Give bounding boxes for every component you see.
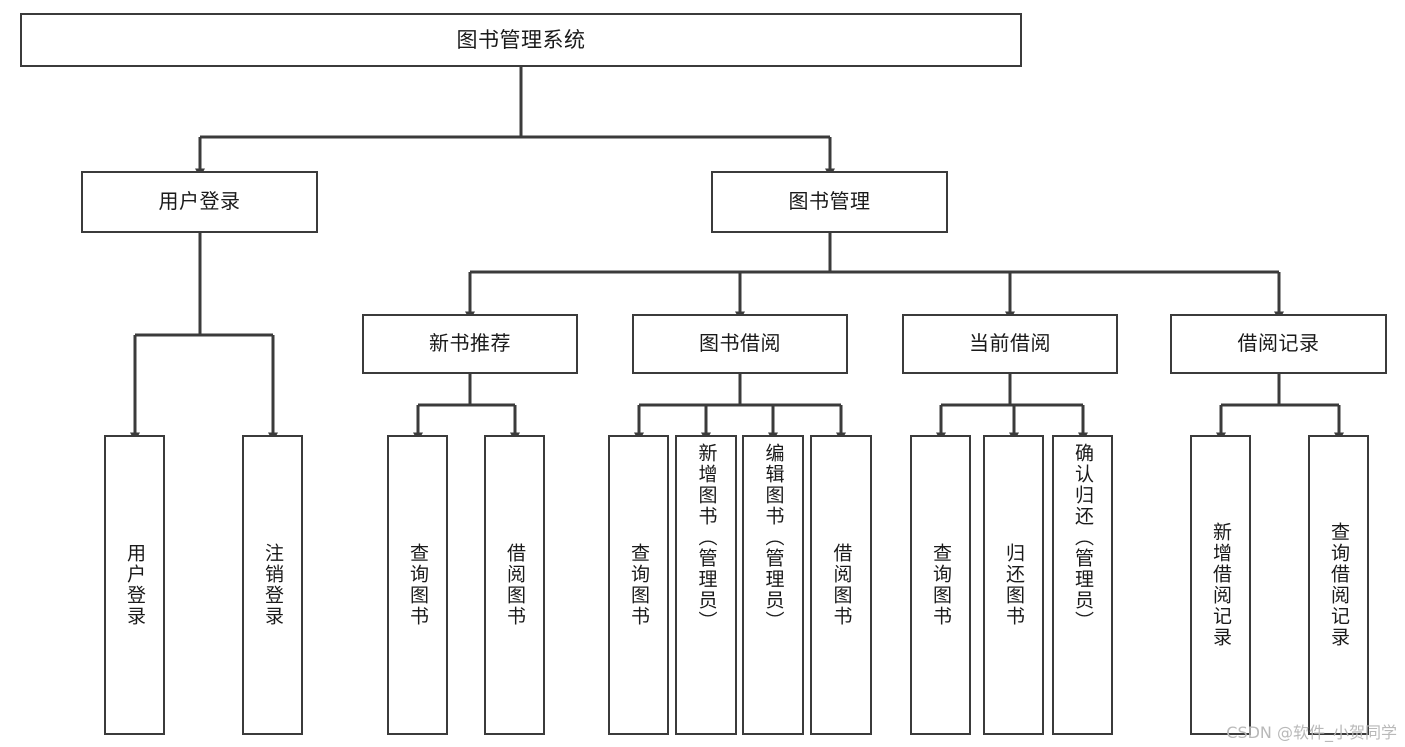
node-label-leaf-borrow-add-book: 新增图书（管理员）	[695, 443, 718, 632]
watermark-text: CSDN @软件_小贺同学	[1226, 723, 1397, 742]
node-label-book-manage: 图书管理	[788, 189, 871, 214]
node-leaf-borrow-add-book[interactable]: 新增图书（管理员）	[675, 435, 737, 735]
node-leaf-borrow-edit-book[interactable]: 编辑图书（管理员）	[742, 435, 804, 735]
node-label-leaf-borrow-borrow-book: 借阅图书	[830, 543, 853, 627]
node-label-leaf-current-confirm-return: 确认归还（管理员）	[1072, 443, 1094, 632]
node-book-manage[interactable]: 图书管理	[711, 171, 948, 233]
node-label-leaf-borrow-edit-book: 编辑图书（管理员）	[762, 443, 785, 632]
node-label-leaf-record-query: 查询借阅记录	[1328, 522, 1350, 648]
node-leaf-borrow-borrow-book[interactable]: 借阅图书	[810, 435, 872, 735]
node-label-leaf-user-logout: 注销登录	[262, 543, 284, 627]
node-user-login[interactable]: 用户登录	[81, 171, 318, 233]
node-label-leaf-record-add: 新增借阅记录	[1210, 522, 1232, 648]
node-new-book-rec[interactable]: 新书推荐	[362, 314, 578, 374]
node-label-leaf-rec-query-book: 查询图书	[407, 543, 429, 627]
node-leaf-user-logout[interactable]: 注销登录	[242, 435, 303, 735]
node-label-leaf-rec-borrow-book: 借阅图书	[504, 543, 526, 627]
node-label-user-login: 用户登录	[158, 189, 241, 214]
node-label-current-borrow: 当前借阅	[969, 331, 1051, 356]
node-label-leaf-current-query-book: 查询图书	[930, 543, 952, 627]
node-leaf-record-add[interactable]: 新增借阅记录	[1190, 435, 1251, 735]
node-root[interactable]: 图书管理系统	[20, 13, 1022, 67]
node-leaf-current-return-book[interactable]: 归还图书	[983, 435, 1044, 735]
node-borrow-record[interactable]: 借阅记录	[1170, 314, 1387, 374]
node-current-borrow[interactable]: 当前借阅	[902, 314, 1118, 374]
node-leaf-rec-query-book[interactable]: 查询图书	[387, 435, 448, 735]
node-label-leaf-user-login: 用户登录	[124, 543, 146, 627]
node-leaf-user-login[interactable]: 用户登录	[104, 435, 165, 735]
node-leaf-current-query-book[interactable]: 查询图书	[910, 435, 971, 735]
node-label-borrow-record: 借阅记录	[1237, 331, 1320, 356]
node-book-borrow[interactable]: 图书借阅	[632, 314, 848, 374]
node-label-new-book-rec: 新书推荐	[429, 331, 511, 356]
node-label-leaf-borrow-query-book: 查询图书	[628, 543, 650, 627]
node-label-book-borrow: 图书借阅	[699, 331, 781, 356]
node-label-leaf-current-return-book: 归还图书	[1003, 543, 1025, 627]
node-leaf-borrow-query-book[interactable]: 查询图书	[608, 435, 669, 735]
node-leaf-record-query[interactable]: 查询借阅记录	[1308, 435, 1369, 735]
connector-paths	[130, 67, 1344, 442]
node-leaf-current-confirm-return[interactable]: 确认归还（管理员）	[1052, 435, 1113, 735]
node-label-root: 图书管理系统	[456, 27, 586, 52]
node-leaf-rec-borrow-book[interactable]: 借阅图书	[484, 435, 545, 735]
